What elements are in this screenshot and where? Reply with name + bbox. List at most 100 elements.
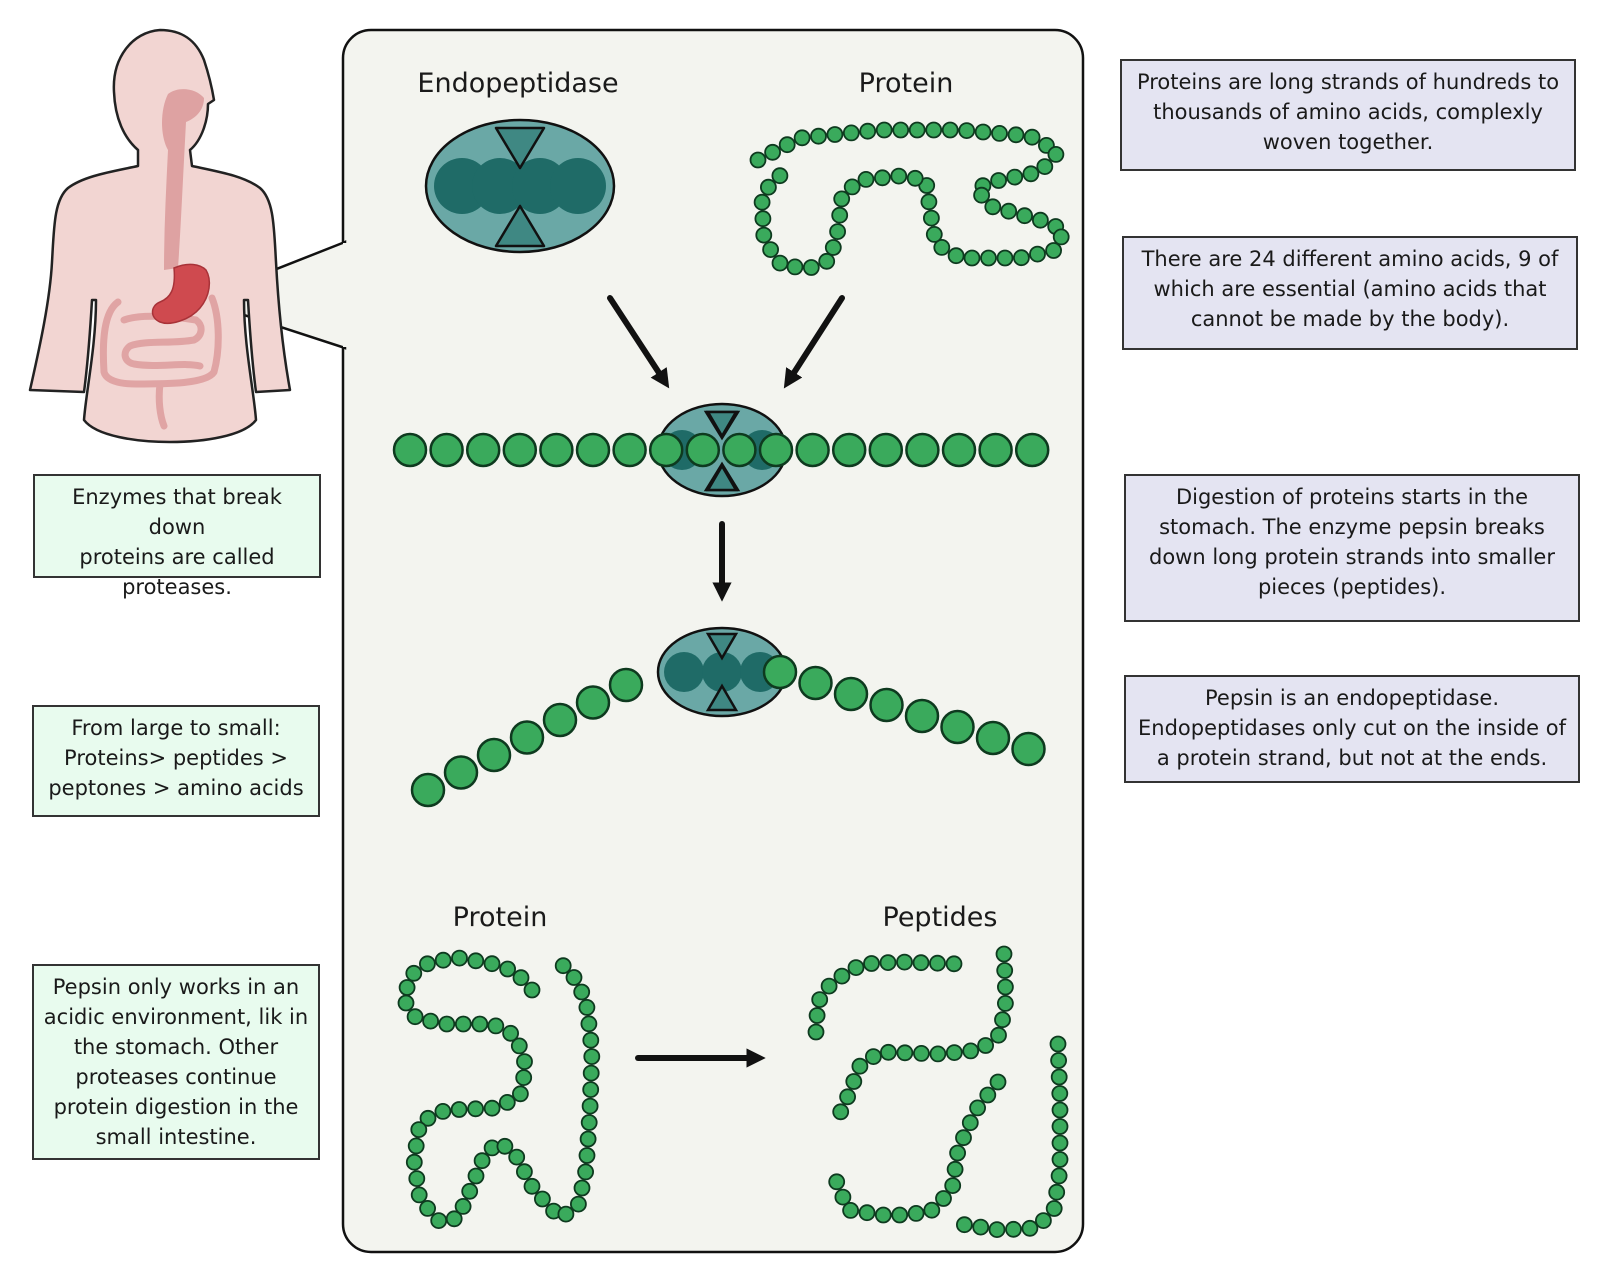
amino-acid-bead [923, 1201, 941, 1219]
amino-acid-bead [502, 432, 538, 468]
amino-acid-bead [483, 1099, 501, 1117]
amino-acid-bead [1050, 1068, 1068, 1086]
amino-acid-bead [842, 124, 860, 142]
amino-acid-bead [875, 121, 893, 139]
info-box-amino-acids: There are 24 different amino acids, 9 of… [1122, 236, 1578, 350]
amino-acid-bead [935, 1190, 952, 1207]
amino-acid-bead [539, 432, 574, 468]
amino-acid-bead [579, 1130, 597, 1148]
amino-acid-bead [397, 994, 415, 1012]
amino-acid-bead [974, 123, 992, 141]
amino-acid-bead [793, 129, 811, 147]
amino-acid-bead [523, 981, 541, 999]
amino-acid-bead [912, 954, 930, 972]
amino-acid-bead [406, 1008, 424, 1026]
amino-acid-bead [996, 962, 1014, 979]
amino-acid-bead [1051, 1134, 1069, 1152]
enzyme-icon [705, 410, 739, 492]
amino-acid-bead [945, 1044, 963, 1061]
amino-acid-bead [973, 186, 990, 204]
amino-acid-bead [1013, 249, 1030, 267]
amino-acid-bead [1035, 1212, 1052, 1229]
amino-acid-bead [753, 193, 771, 211]
amino-acid-bead [578, 1147, 596, 1164]
amino-acid-bead [963, 249, 981, 267]
amino-acid-bead [582, 1064, 600, 1082]
amino-acid-bead [1014, 432, 1050, 468]
amino-acid-bead [534, 1190, 551, 1208]
amino-acid-bead [1016, 207, 1033, 225]
amino-acid-bead [874, 169, 891, 187]
amino-acid-bead [828, 1173, 846, 1191]
peptide-strands-cleaved [410, 654, 1046, 808]
amino-acid-bead [512, 969, 530, 987]
amino-acid-bead [807, 1023, 825, 1041]
amino-acid-bead [956, 1216, 973, 1234]
amino-acid-bead [473, 1152, 491, 1170]
amino-acid-bead [557, 1205, 575, 1223]
amino-acid-bead [1045, 242, 1062, 259]
amino-acid-bead [988, 1221, 1006, 1238]
amino-acid-bead [997, 978, 1014, 996]
amino-acid-bead [896, 1044, 914, 1062]
amino-acid-bead [771, 254, 789, 272]
amino-acid-bead [467, 1167, 485, 1185]
amino-acid-bead [831, 206, 849, 224]
amino-acid-bead [1050, 1167, 1068, 1185]
amino-acid-bead [450, 1101, 468, 1118]
amino-acid-bead [612, 432, 647, 468]
info-box-endopeptidase: Pepsin is an endopeptidase.Endopeptidase… [1124, 675, 1580, 783]
amino-acid-bead [833, 967, 851, 985]
human-torso-icon [28, 28, 292, 444]
amino-acid-bead [879, 954, 897, 971]
amino-acid-bead [845, 1073, 863, 1090]
amino-acid-bead [434, 951, 452, 969]
amino-acid-bead [880, 1043, 897, 1061]
amino-acid-bead [760, 178, 777, 196]
amino-acid-bead [499, 960, 517, 978]
amino-acid-bead [826, 126, 844, 143]
amino-acid-bead [496, 1137, 514, 1155]
amino-acid-bead [1011, 731, 1046, 767]
amino-acid-bead [820, 977, 838, 995]
amino-acid-bead [471, 1015, 489, 1033]
amino-acid-bead [868, 432, 904, 468]
amino-acid-bead [857, 170, 875, 188]
amino-acid-bead [1047, 145, 1065, 163]
label-peptides: Peptides [883, 902, 998, 933]
amino-acid-bead [929, 1045, 947, 1063]
amino-acid-bead [487, 1017, 505, 1035]
amino-acid-bead [859, 122, 877, 140]
amino-acid-bead [516, 1053, 533, 1070]
amino-acid-bead [454, 1198, 472, 1215]
amino-acid-bead [608, 667, 644, 703]
amino-acid-bead [483, 955, 501, 973]
amino-acid-bead [438, 1015, 456, 1033]
amino-acid-bead [798, 665, 833, 701]
amino-acid-bead [408, 1170, 426, 1187]
amino-acid-bead [467, 1100, 485, 1118]
amino-acid-bead [758, 432, 794, 468]
amino-acid-bead [984, 198, 1002, 216]
amino-acid-bead [1021, 1219, 1039, 1237]
amino-acid-bead [851, 1057, 869, 1075]
protein-strand-coiled-bottom [397, 949, 601, 1229]
amino-acid-bead [863, 955, 880, 972]
amino-acid-bead [573, 1179, 591, 1197]
amino-acid-bead [580, 1114, 598, 1131]
amino-acid-bead [510, 1037, 528, 1055]
amino-acid-bead [808, 1007, 826, 1024]
amino-acid-bead [972, 1218, 990, 1236]
label-protein-top: Protein [859, 68, 954, 99]
amino-acid-bead [947, 247, 965, 265]
amino-acid-bead [874, 1206, 892, 1224]
amino-acid-bead [949, 1144, 966, 1162]
amino-acid-bead [907, 1205, 925, 1222]
amino-acid-bead [575, 432, 611, 468]
label-protein-bottom: Protein [453, 902, 548, 933]
amino-acid-bead [1022, 165, 1040, 183]
amino-acid-bead [429, 432, 464, 468]
